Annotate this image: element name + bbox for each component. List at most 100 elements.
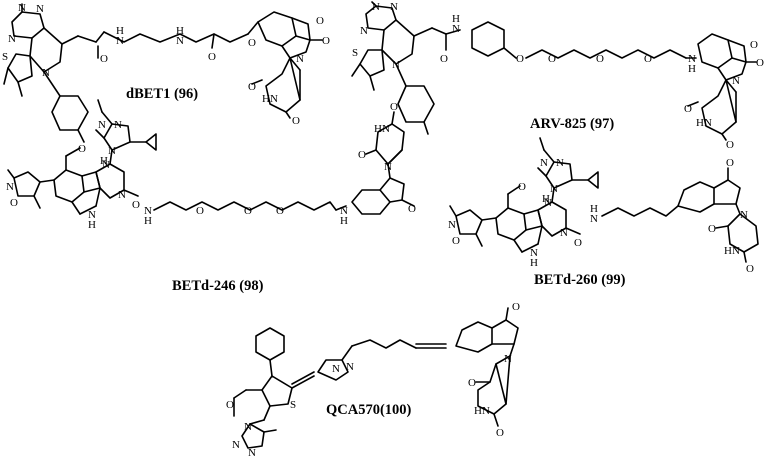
svg-text:S: S: [352, 47, 358, 59]
svg-text:N: N: [244, 421, 252, 433]
compound-label-betd260: BETd-260 (99): [534, 272, 626, 288]
svg-text:S: S: [290, 399, 296, 411]
svg-text:O: O: [512, 301, 520, 313]
svg-text:O: O: [390, 101, 398, 113]
svg-text:H: H: [340, 215, 348, 227]
svg-text:O: O: [644, 53, 652, 65]
svg-text:H: H: [176, 25, 184, 37]
svg-text:H: H: [100, 155, 108, 167]
svg-text:H: H: [144, 215, 152, 227]
svg-text:N: N: [42, 67, 50, 79]
svg-text:N: N: [6, 181, 14, 193]
svg-text:H: H: [688, 63, 696, 75]
svg-text:O: O: [726, 157, 734, 169]
svg-text:O: O: [518, 181, 526, 193]
svg-text:N: N: [550, 183, 558, 195]
svg-text:N: N: [544, 197, 552, 209]
svg-text:N: N: [540, 157, 548, 169]
svg-text:O: O: [358, 149, 366, 161]
svg-text:O: O: [10, 197, 18, 209]
svg-text:O: O: [248, 37, 256, 49]
svg-text:N: N: [332, 363, 340, 375]
svg-text:H: H: [452, 13, 460, 25]
svg-text:O: O: [132, 199, 140, 211]
svg-text:O: O: [244, 205, 252, 217]
svg-text:O: O: [248, 81, 256, 93]
svg-text:N: N: [102, 159, 110, 171]
svg-text:N: N: [740, 209, 748, 221]
svg-text:H: H: [530, 257, 538, 269]
svg-text:HN: HN: [696, 117, 712, 129]
svg-text:HN: HN: [724, 245, 740, 257]
svg-text:N: N: [108, 145, 116, 157]
svg-text:N: N: [8, 33, 16, 45]
svg-text:N: N: [98, 119, 106, 131]
compound-label-betd246: BETd-246 (98): [172, 278, 264, 294]
svg-text:O: O: [322, 35, 330, 47]
svg-text:O: O: [746, 263, 754, 275]
svg-text:HN: HN: [374, 123, 390, 135]
svg-text:H: H: [542, 193, 550, 205]
structure-dbet1: N N N N S O N H N H O O O O N O HN O dBE…: [2, 2, 330, 143]
svg-text:HN: HN: [262, 93, 278, 105]
svg-text:N: N: [346, 361, 354, 373]
svg-text:O: O: [684, 103, 692, 115]
svg-text:H: H: [590, 203, 598, 215]
svg-text:N: N: [116, 35, 124, 47]
svg-text:N: N: [556, 157, 564, 169]
svg-text:N: N: [504, 353, 512, 365]
svg-text:O: O: [516, 53, 524, 65]
svg-text:N: N: [18, 2, 26, 14]
svg-text:O: O: [226, 399, 234, 411]
svg-text:N: N: [560, 227, 568, 239]
svg-text:N: N: [296, 53, 304, 65]
svg-text:O: O: [440, 53, 448, 65]
structure-betd260: N O O N H N N N H N N O N H O N O HN O B…: [448, 137, 759, 288]
svg-text:N: N: [590, 213, 598, 225]
svg-text:N: N: [232, 439, 240, 451]
svg-text:O: O: [726, 139, 734, 151]
svg-text:N: N: [114, 119, 122, 131]
svg-text:HN: HN: [474, 405, 490, 417]
svg-text:N: N: [88, 209, 96, 221]
structure-qca570: O S N N N N N O N O HN O QCA570(100): [226, 301, 520, 458]
svg-text:O: O: [496, 427, 504, 439]
svg-text:N: N: [360, 25, 368, 37]
svg-text:N: N: [248, 447, 256, 458]
compound-label-arv825: ARV-825 (97): [530, 116, 614, 132]
svg-text:O: O: [100, 53, 108, 65]
svg-text:N: N: [340, 205, 348, 217]
svg-text:O: O: [468, 377, 476, 389]
svg-text:N: N: [144, 205, 152, 217]
svg-text:O: O: [708, 223, 716, 235]
svg-text:O: O: [196, 205, 204, 217]
svg-text:N: N: [732, 75, 740, 87]
structure-betd246: N O O N H N N N H N N O N H O O O N H N …: [6, 99, 416, 294]
svg-text:N: N: [36, 3, 44, 15]
svg-text:N: N: [392, 59, 400, 71]
svg-text:O: O: [276, 205, 284, 217]
svg-text:O: O: [750, 39, 758, 51]
svg-text:O: O: [596, 53, 604, 65]
svg-text:N: N: [176, 35, 184, 47]
svg-text:O: O: [408, 203, 416, 215]
svg-text:H: H: [88, 219, 96, 231]
svg-text:N: N: [688, 53, 696, 65]
svg-text:N: N: [372, 1, 380, 13]
svg-text:O: O: [316, 15, 324, 27]
svg-text:N: N: [530, 247, 538, 259]
svg-text:O: O: [78, 143, 86, 155]
svg-text:H: H: [116, 25, 124, 37]
compound-label-dbet1: dBET1 (96): [126, 86, 198, 102]
svg-text:N: N: [452, 23, 460, 35]
svg-text:O: O: [574, 237, 582, 249]
svg-text:N: N: [448, 219, 456, 231]
svg-text:N: N: [390, 1, 398, 13]
svg-text:O: O: [452, 235, 460, 247]
compound-label-qca570: QCA570(100): [326, 402, 412, 418]
svg-text:O: O: [292, 115, 300, 127]
svg-text:N: N: [118, 189, 126, 201]
svg-text:O: O: [756, 57, 764, 69]
svg-text:S: S: [2, 51, 8, 63]
